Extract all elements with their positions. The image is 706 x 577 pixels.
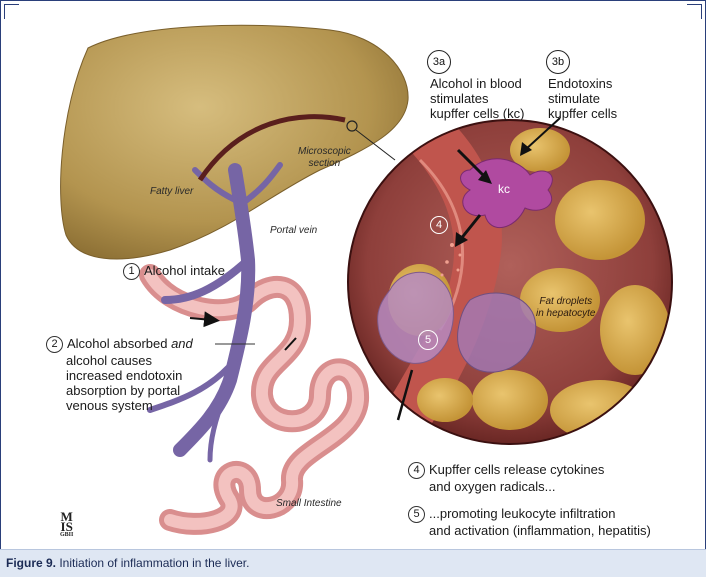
step-5-number: 5 [408, 506, 425, 523]
logo-line2: IS [60, 522, 73, 532]
step-3b-text: Endotoxins stimulate kupffer cells [548, 76, 617, 121]
fat-droplet [472, 370, 548, 430]
inset-step-4-marker: 4 [430, 216, 448, 234]
step-3b-line3: kupffer cells [548, 106, 617, 121]
step-1: 1 Alcohol intake [123, 263, 225, 280]
portal-vein-label: Portal vein [270, 225, 317, 236]
small-intestine-label: Small Intestine [276, 498, 342, 509]
step-3a-text: Alcohol in blood stimulates kupffer cell… [430, 76, 524, 121]
step-1-number: 1 [123, 263, 140, 280]
step-3b-number: 3b [546, 50, 570, 74]
caption-label: Figure 9. [6, 556, 56, 570]
step-5-line1: ...promoting leukocyte infiltration [429, 506, 615, 521]
fat-droplets-line1: Fat droplets [539, 296, 592, 307]
step-5-line2: and activation (inflammation, hepatitis) [408, 523, 651, 538]
step-2-line1: Alcohol absorbed [67, 336, 171, 351]
step-3a-number: 3a [427, 50, 451, 74]
publisher-logo: M IS GBII [60, 512, 73, 539]
step-4: 4 Kupffer cells release cytokines and oxy… [408, 462, 604, 494]
step-3a-line2: stimulates [430, 91, 524, 106]
step-3a-line1: Alcohol in blood [430, 76, 524, 91]
step-2: 2 Alcohol absorbed and alcohol causes inc… [46, 336, 193, 413]
logo-line3: GBII [60, 532, 73, 539]
fat-droplet [555, 180, 645, 260]
figure-caption: Figure 9. Initiation of inflammation in … [6, 556, 249, 570]
step-2-number: 2 [46, 336, 63, 353]
step-1-text: Alcohol intake [144, 263, 225, 278]
fat-droplet [417, 378, 473, 422]
step-4-line2: and oxygen radicals... [408, 479, 604, 494]
step-4-line1: Kupffer cells release cytokines [429, 462, 604, 477]
microscopic-label-line1: Microscopic [298, 146, 351, 157]
kupffer-cell-tag: kc [498, 182, 510, 197]
step-4-number: 4 [408, 462, 425, 479]
caption-text: Initiation of inflammation in the liver. [56, 556, 249, 570]
step-2-line5: venous system [46, 398, 193, 413]
microscopic-label-line2: section [309, 158, 341, 169]
fat-droplet [550, 380, 650, 440]
step-3a-line3: kupffer cells (kc) [430, 106, 524, 121]
fat-droplet [600, 285, 670, 375]
fat-droplets-label: Fat droplets in hepatocyte [536, 296, 596, 320]
step-3b-line1: Endotoxins [548, 76, 617, 91]
step-3b-line2: stimulate [548, 91, 617, 106]
fatty-liver-label: Fatty liver [150, 186, 193, 197]
inset-step-5-marker: 5 [418, 330, 438, 350]
step-2-line2: alcohol causes [46, 353, 193, 368]
step-2-line3: increased endotoxin [46, 368, 193, 383]
fat-droplets-line2: in hepatocyte [536, 308, 596, 319]
step-2-line1-italic: and [171, 336, 193, 351]
step-2-line4: absorption by portal [46, 383, 193, 398]
microscopic-inset [348, 120, 672, 444]
step-5: 5 ...promoting leukocyte infiltration and… [408, 506, 651, 538]
microscopic-section-label: Microscopic section [298, 146, 351, 170]
